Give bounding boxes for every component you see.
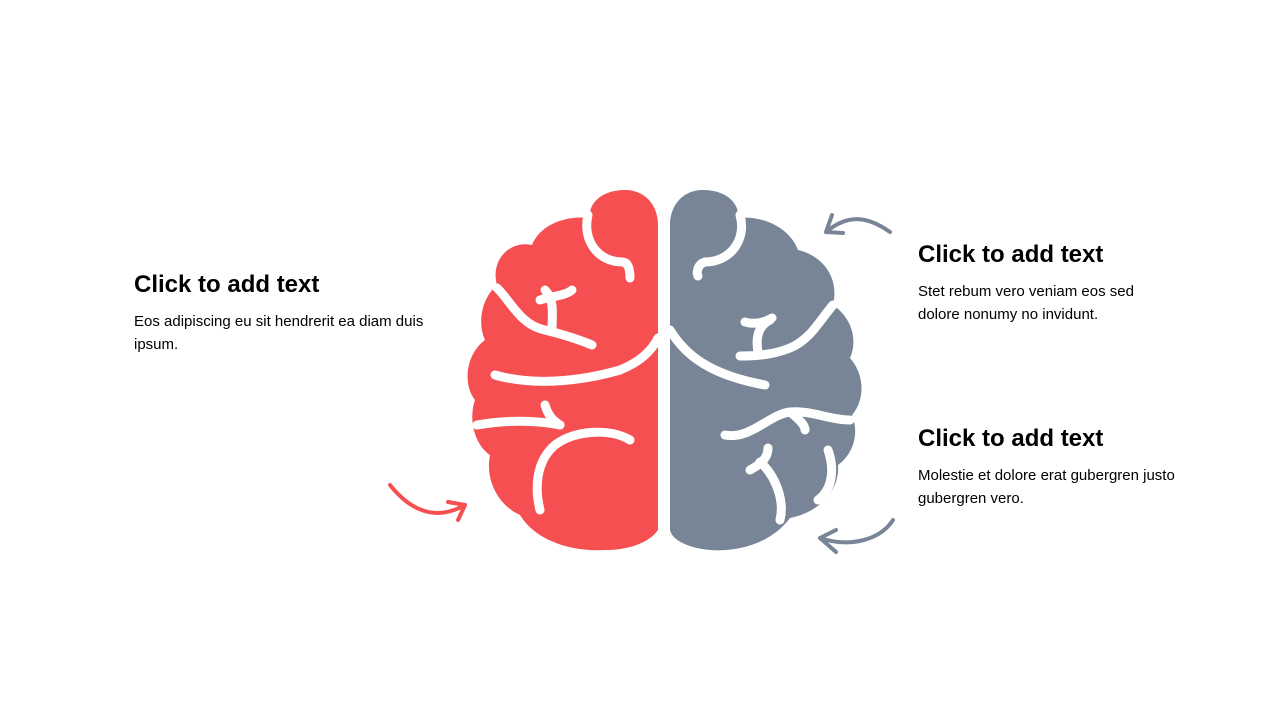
brain-icon: [467, 190, 862, 551]
right-hemisphere: [670, 190, 862, 551]
arrow-bottom-left: [388, 483, 467, 522]
block-body[interactable]: Eos adipiscing eu sit hendrerit ea diam …: [134, 313, 424, 353]
text-block-left[interactable]: Click to add text Eos adipiscing eu sit …: [134, 270, 434, 356]
arrow-bottom-right: [818, 518, 895, 554]
text-block-right-top[interactable]: Click to add text Stet rebum vero veniam…: [918, 240, 1178, 326]
left-hemisphere: [467, 190, 658, 551]
block-title[interactable]: Click to add text: [918, 241, 1104, 268]
block-body[interactable]: Stet rebum vero veniam eos sed dolore no…: [918, 283, 1134, 323]
arrow-top-right: [824, 213, 892, 235]
block-title[interactable]: Click to add text: [134, 271, 320, 298]
block-body[interactable]: Molestie et dolore erat gubergren justo …: [918, 467, 1175, 507]
block-title[interactable]: Click to add text: [918, 425, 1104, 452]
text-block-right-bottom[interactable]: Click to add text Molestie et dolore era…: [918, 424, 1178, 510]
curved-arrow-icon: [388, 213, 895, 554]
